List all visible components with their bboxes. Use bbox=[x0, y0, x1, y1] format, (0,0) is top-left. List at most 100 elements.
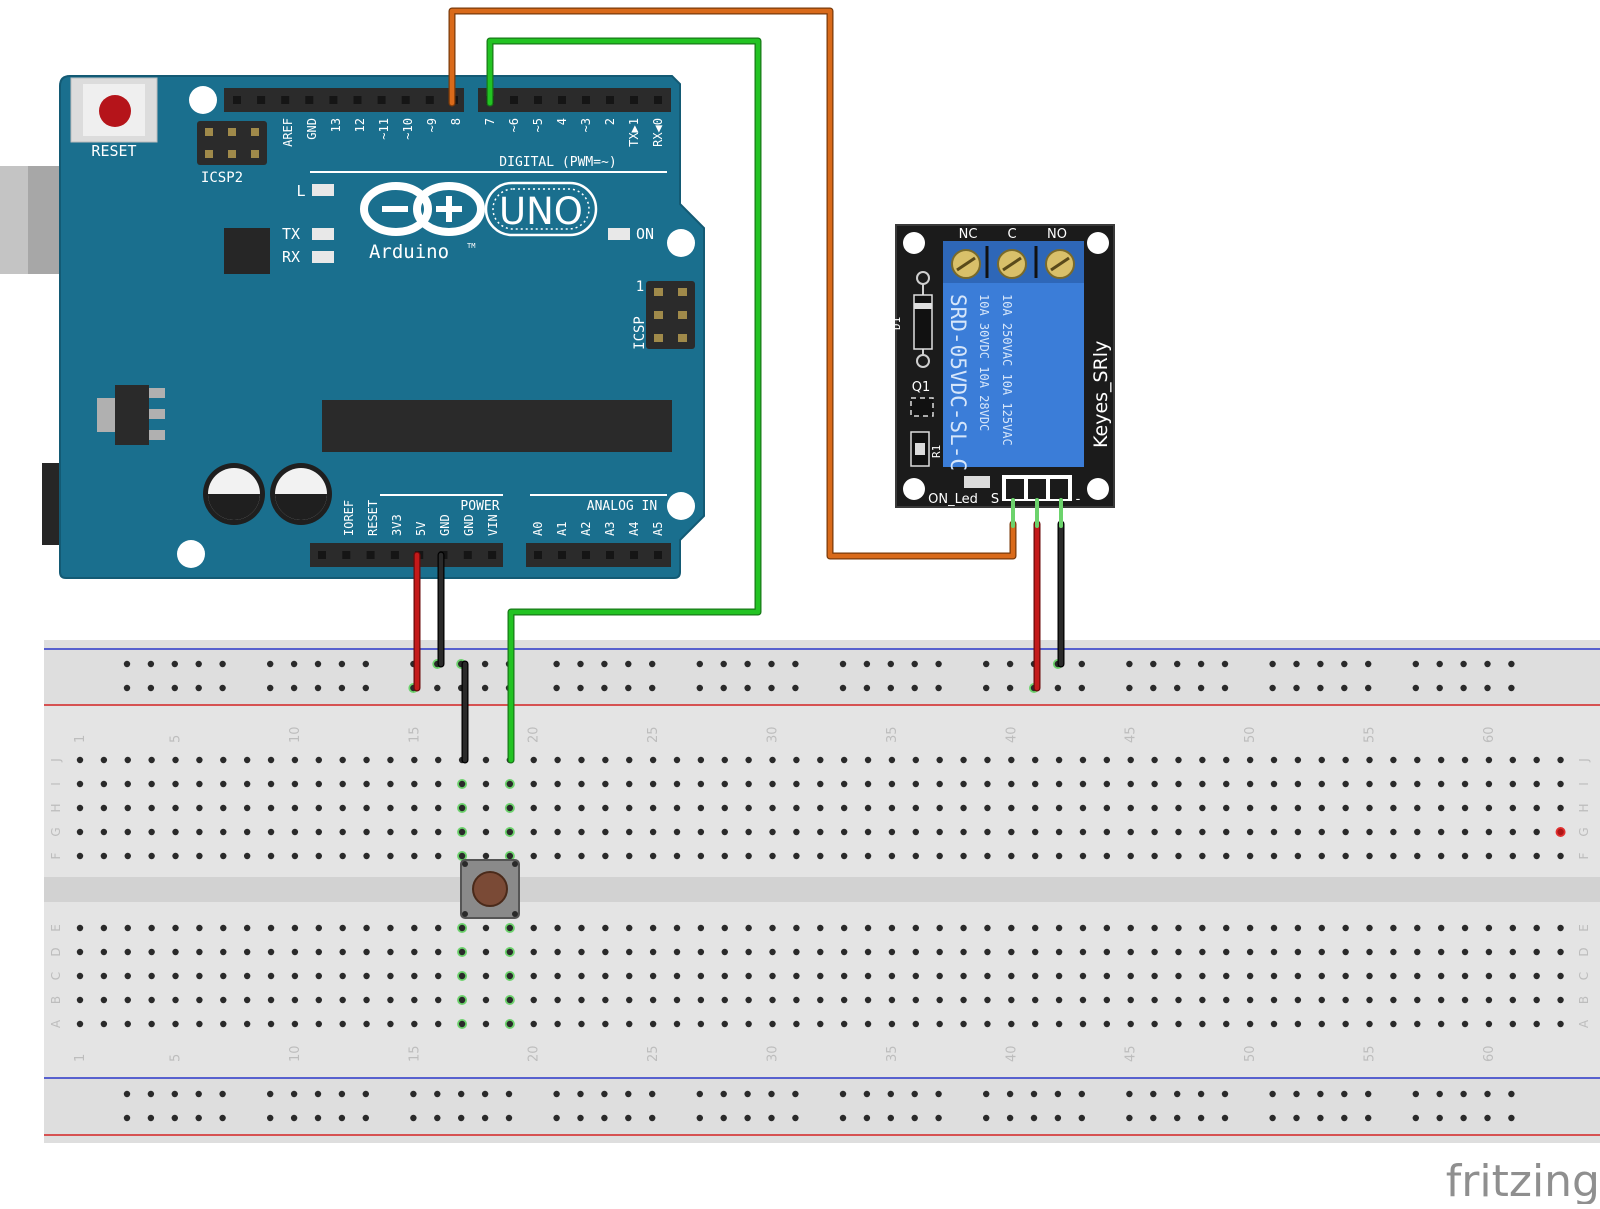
breadboard-hole bbox=[1270, 996, 1278, 1004]
breadboard-hole bbox=[1150, 660, 1157, 668]
row-letter: E bbox=[1577, 924, 1591, 932]
screw-terminal-nc[interactable] bbox=[951, 249, 981, 279]
analog-pin-label: A1 bbox=[555, 522, 569, 536]
breadboard-hole bbox=[220, 756, 227, 764]
module-name-label: Keyes_SRly bbox=[1090, 341, 1112, 448]
breadboard-hole bbox=[1008, 756, 1015, 764]
breadboard-hole bbox=[1390, 1020, 1397, 1028]
breadboard-hole bbox=[1437, 1020, 1445, 1028]
breadboard-hole bbox=[434, 1090, 441, 1098]
wire-green-pin7-to-breadboard[interactable] bbox=[487, 38, 761, 763]
power-pin-label: RESET bbox=[366, 500, 380, 536]
power-pin-hole bbox=[366, 551, 375, 559]
breadboard-hole bbox=[1175, 852, 1182, 860]
breadboard-hole bbox=[649, 852, 657, 860]
breadboard-hole bbox=[243, 780, 251, 788]
breadboard-hole bbox=[602, 756, 609, 764]
breadboard-hole bbox=[936, 972, 943, 980]
breadboard-hole bbox=[1151, 828, 1158, 836]
digital-pin-hole bbox=[582, 96, 590, 104]
breadboard-hole bbox=[147, 1090, 155, 1098]
breadboard-hole bbox=[578, 756, 585, 764]
breadboard-hole bbox=[172, 852, 179, 860]
breadboard-hole bbox=[100, 948, 108, 956]
breadboard-hole bbox=[1055, 948, 1063, 956]
breadboard-hole bbox=[1318, 828, 1325, 836]
breadboard-hole bbox=[888, 972, 896, 980]
breadboard-hole bbox=[1008, 828, 1015, 836]
breadboard-hole bbox=[243, 972, 251, 980]
wire-orange-pin8-to-relay-signal[interactable] bbox=[449, 8, 1016, 559]
voltage-regulator bbox=[97, 385, 165, 445]
mounting-hole bbox=[1087, 232, 1109, 254]
breadboard-hole bbox=[769, 1020, 776, 1028]
digital-pin-hole bbox=[654, 96, 662, 104]
breadboard-hole bbox=[840, 1020, 848, 1028]
breadboard-hole bbox=[411, 924, 418, 932]
breadboard-hole bbox=[195, 660, 202, 668]
breadboard-hole bbox=[649, 948, 657, 956]
breadboard-hole bbox=[1294, 948, 1302, 956]
breadboard-hole bbox=[649, 756, 657, 764]
breadboard-hole bbox=[1366, 972, 1373, 980]
digital-pin-hole bbox=[558, 96, 566, 104]
breadboard-hole bbox=[1294, 804, 1302, 812]
screw-terminal-c[interactable] bbox=[997, 249, 1027, 279]
breadboard-hole bbox=[291, 996, 299, 1004]
breadboard-hole bbox=[1150, 684, 1157, 692]
breadboard-hole bbox=[769, 828, 776, 836]
breadboard-hole bbox=[745, 972, 752, 980]
breadboard-hole bbox=[196, 756, 203, 764]
arduino-board bbox=[59, 75, 705, 579]
breadboard-hole bbox=[1055, 780, 1063, 788]
breadboard-hole bbox=[1199, 1020, 1206, 1028]
breadboard-hole bbox=[458, 972, 466, 980]
breadboard-hole bbox=[1414, 852, 1421, 860]
breadboard-hole bbox=[1342, 1020, 1349, 1028]
breadboard-hole bbox=[792, 660, 799, 668]
power-pin-label: GND bbox=[438, 514, 452, 536]
breadboard-hole bbox=[530, 804, 537, 812]
breadboard-hole bbox=[888, 924, 896, 932]
pin-s-label: S bbox=[991, 492, 999, 507]
row-letter: G bbox=[1577, 827, 1591, 836]
digital-pin-hole bbox=[425, 96, 434, 104]
breadboard-hole bbox=[481, 1114, 489, 1122]
breadboard-hole bbox=[1484, 1090, 1491, 1098]
breadboard-hole bbox=[172, 804, 179, 812]
breadboard-hole bbox=[172, 828, 179, 836]
breadboard-hole bbox=[1151, 924, 1158, 932]
breadboard-hole bbox=[839, 660, 847, 668]
breadboard-hole bbox=[721, 948, 728, 956]
breadboard-hole bbox=[195, 1090, 202, 1098]
breadboard-hole bbox=[697, 924, 705, 932]
breadboard-hole bbox=[673, 804, 681, 812]
breadboard-hole bbox=[1175, 780, 1182, 788]
breadboard-hole bbox=[1174, 660, 1181, 668]
breadboard-hole bbox=[1341, 660, 1348, 668]
breadboard-hole bbox=[410, 1114, 417, 1122]
breadboard-hole bbox=[936, 828, 943, 836]
column-number: 55 bbox=[1363, 1045, 1378, 1062]
terminal-nc-label: NC bbox=[959, 227, 978, 242]
breadboard-hole bbox=[1151, 756, 1158, 764]
breadboard-hole bbox=[1437, 804, 1445, 812]
breadboard-hole bbox=[697, 852, 705, 860]
icsp-pin1-label: 1 bbox=[636, 279, 644, 295]
breadboard-hole bbox=[76, 972, 84, 980]
breadboard-hole bbox=[530, 996, 537, 1004]
breadboard-hole bbox=[124, 804, 131, 812]
screw-terminal-no[interactable] bbox=[1045, 249, 1075, 279]
breadboard-hole bbox=[1197, 660, 1205, 668]
breadboard-hole bbox=[148, 1020, 155, 1028]
push-button[interactable] bbox=[460, 859, 520, 919]
breadboard-hole bbox=[840, 852, 848, 860]
breadboard-hole bbox=[148, 804, 155, 812]
breadboard-hole bbox=[626, 1020, 633, 1028]
breadboard-hole bbox=[840, 972, 848, 980]
reset-button-cap[interactable] bbox=[99, 95, 131, 127]
power-pin-hole bbox=[488, 551, 497, 559]
breadboard-hole bbox=[1246, 852, 1254, 860]
breadboard-hole bbox=[649, 780, 657, 788]
push-button-cap[interactable] bbox=[472, 871, 508, 907]
